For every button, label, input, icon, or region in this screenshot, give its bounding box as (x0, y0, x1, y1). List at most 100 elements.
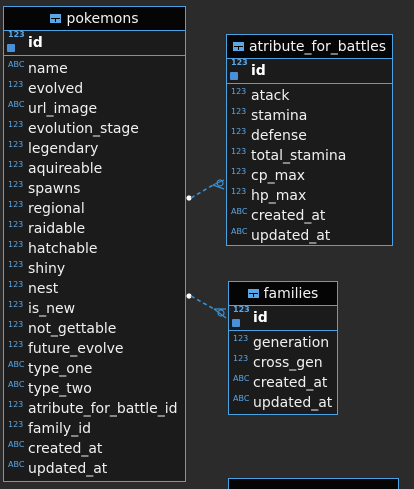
entity-title: atribute_for_battles (248, 38, 387, 55)
entity-header[interactable]: atribute_for_battles (227, 35, 392, 59)
primary-key-row[interactable]: 123 id (4, 31, 185, 56)
entity-header[interactable] (229, 479, 398, 489)
numeric-type-icon: 123 (8, 200, 24, 209)
primary-key-row[interactable]: 123 id (229, 306, 337, 331)
key-icon (7, 44, 15, 52)
column-name: shiny (28, 261, 66, 277)
column-name: spawns (28, 181, 81, 197)
connector-start-dot (186, 293, 192, 299)
column-row[interactable]: 123 cp_max (227, 166, 392, 186)
text-type-icon: ABC (233, 374, 250, 383)
table-icon (232, 42, 244, 51)
relation-pokemons-atribute-for-battles[interactable] (186, 179, 225, 201)
column-name: generation (253, 335, 330, 351)
entity-title: families (263, 285, 319, 302)
column-name: created_at (28, 441, 103, 457)
column-name: created_at (251, 208, 326, 224)
column-name: updated_at (28, 461, 108, 477)
column-row[interactable]: 123 spawns (4, 179, 185, 199)
numeric-type-icon: 123 (8, 400, 24, 409)
optional-circle (217, 309, 225, 317)
column-name: not_gettable (28, 321, 117, 337)
optional-circle (216, 179, 224, 187)
text-type-icon: ABC (233, 394, 250, 403)
relation-pokemons-families[interactable] (186, 293, 227, 319)
numeric-type-icon: 123 (8, 180, 24, 189)
table-icon (247, 289, 259, 298)
column-name: atribute_for_battle_id (28, 401, 178, 417)
numeric-type-icon: 123 (231, 167, 247, 176)
text-type-icon: ABC (8, 380, 25, 389)
column-row[interactable]: 123 family_id (4, 419, 185, 439)
numeric-type-icon: 123 (7, 31, 28, 52)
numeric-type-icon: 123 (8, 140, 24, 149)
column-name: evolved (28, 81, 84, 97)
column-name: cp_max (251, 168, 306, 184)
numeric-type-icon: 123 (8, 300, 24, 309)
table-icon (50, 14, 62, 23)
column-name: id (28, 35, 43, 51)
column-name: hatchable (28, 241, 98, 257)
numeric-type-icon: 123 (8, 340, 24, 349)
numeric-type-icon: 123 (8, 120, 24, 129)
numeric-type-icon: 123 (232, 306, 253, 327)
numeric-type-icon: 123 (231, 147, 247, 156)
key-icon (232, 319, 240, 327)
numeric-type-icon: 123 (8, 280, 24, 289)
column-row[interactable]: 123 atribute_for_battle_id (4, 399, 185, 419)
entity-header[interactable]: pokemons (4, 7, 185, 31)
column-name: id (253, 310, 268, 326)
entity-header[interactable]: families (229, 282, 337, 306)
connector-line (190, 295, 215, 310)
column-name: url_image (28, 101, 98, 117)
numeric-type-icon: 123 (8, 80, 24, 89)
crows-foot (213, 308, 227, 319)
column-name: aquireable (28, 161, 103, 177)
column-row[interactable]: 123 evolved (4, 79, 185, 99)
column-name: regional (28, 201, 85, 217)
numeric-type-icon: 123 (8, 420, 24, 429)
column-name: type_one (28, 361, 93, 377)
primary-key-row[interactable]: 123 id (227, 59, 392, 84)
column-row[interactable]: 123 regional (4, 199, 185, 219)
numeric-type-icon: 123 (231, 127, 247, 136)
column-name: family_id (28, 421, 91, 437)
numeric-type-icon: 123 (231, 87, 247, 96)
text-type-icon: ABC (231, 207, 248, 216)
text-type-icon: ABC (8, 360, 25, 369)
entity-offscreen[interactable] (228, 478, 399, 489)
